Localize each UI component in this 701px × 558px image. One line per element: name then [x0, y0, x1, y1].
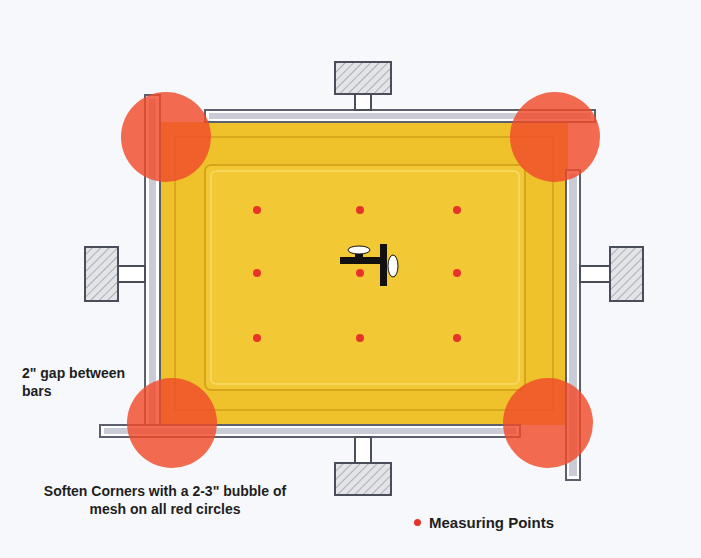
measuring-point [253, 206, 261, 214]
corner-note: Soften Corners with a 2-3" bubble of mes… [40, 482, 290, 518]
clamp [85, 247, 118, 301]
legend-swatch [414, 519, 421, 526]
meter-dial [348, 246, 370, 254]
measuring-point [356, 269, 364, 277]
corner-circle [127, 378, 217, 468]
clamp [335, 463, 391, 495]
measuring-point [356, 334, 364, 342]
corner-circle [510, 92, 600, 182]
clamp-stem [355, 437, 371, 463]
mesh [160, 122, 568, 425]
clamp [610, 247, 643, 301]
corner-circles [121, 92, 600, 468]
legend-entry: Measuring Points [414, 514, 554, 531]
mesh-highlight [211, 171, 519, 384]
mesh-print-area [205, 165, 525, 390]
measuring-point [253, 269, 261, 277]
clamps [85, 62, 643, 495]
clamp-stem [580, 266, 610, 282]
mesh-fold [175, 137, 553, 410]
measuring-point [253, 334, 261, 342]
clamp-stem [118, 266, 145, 282]
meter-foot [380, 244, 387, 286]
clamp [335, 62, 391, 94]
tension-meter [340, 244, 398, 286]
legend-text: Measuring Points [429, 514, 554, 531]
measuring-points [253, 206, 461, 342]
measuring-point [453, 334, 461, 342]
corner-circle [121, 92, 211, 182]
measuring-point [356, 206, 364, 214]
gap-note: 2" gap between bars [22, 364, 142, 400]
clamp-stem [355, 94, 371, 110]
measuring-point [453, 206, 461, 214]
corner-circle [503, 378, 593, 468]
meter-dial [388, 255, 398, 277]
measuring-point [453, 269, 461, 277]
